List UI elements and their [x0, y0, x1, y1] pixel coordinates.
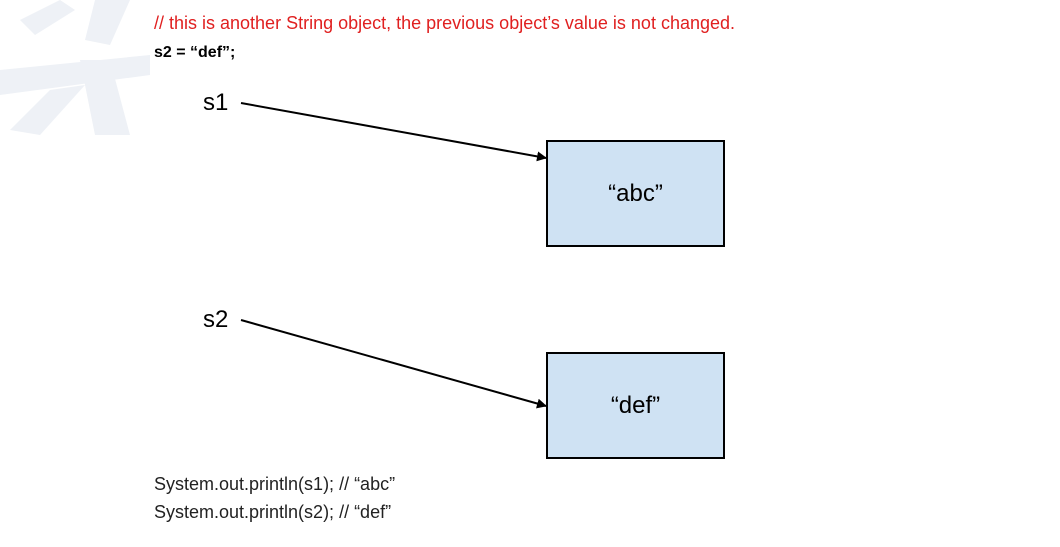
variable-s2-label: s2 — [203, 306, 229, 333]
arrow-s1-to-abc — [240, 102, 547, 162]
string-object-def-value: “def” — [610, 391, 661, 419]
watermark-strokes — [0, 0, 150, 135]
string-object-abc-box: “abc” — [546, 140, 725, 247]
variable-s1-label: s1 — [203, 89, 229, 116]
arrow-s2-to-def — [240, 319, 547, 409]
assignment-statement: s2 = “def”; — [154, 44, 236, 61]
string-object-def-box: “def” — [546, 352, 725, 459]
watermark-graphic — [0, 0, 150, 135]
string-object-abc-value: “abc” — [608, 179, 663, 207]
code-comment: // this is another String object, the pr… — [154, 13, 736, 33]
print-statement-s1: System.out.println(s1); // “abc” — [154, 474, 396, 494]
print-statement-s2: System.out.println(s2); // “def” — [154, 502, 392, 522]
